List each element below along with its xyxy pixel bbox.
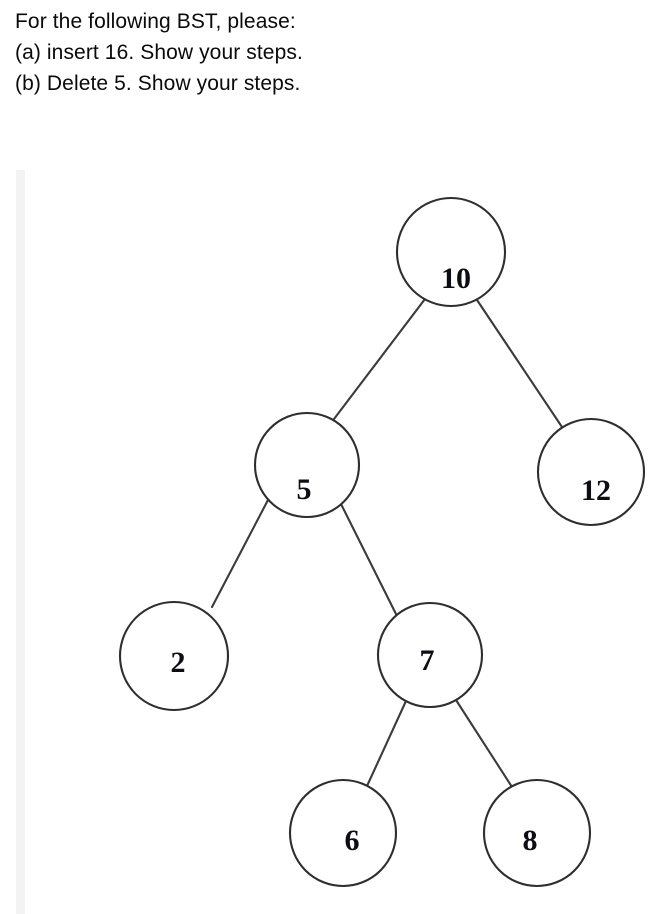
- tree-node-12: 12: [536, 417, 646, 527]
- tree-edges: [210, 297, 564, 789]
- node-circle-12: [536, 417, 646, 527]
- node-circle-7: [376, 601, 484, 709]
- node-label-6: 6: [345, 824, 360, 857]
- node-label-8: 8: [523, 824, 538, 857]
- node-circle-5: [253, 411, 361, 519]
- left-margin-bar: [16, 170, 25, 914]
- edge-5-to-2: [210, 498, 270, 609]
- tree-node-5: 5: [253, 411, 361, 519]
- tree-node-7: 7: [376, 601, 484, 709]
- edge-10-to-5: [332, 297, 427, 421]
- node-label-5: 5: [297, 473, 312, 506]
- question-part-a-line: (a) insert 16. Show your steps.: [15, 41, 303, 64]
- tree-node-10: 10: [395, 196, 507, 308]
- tree-node-6: 6: [288, 778, 398, 888]
- tree-node-2: 2: [118, 600, 230, 712]
- edge-10-to-12: [475, 298, 564, 429]
- edge-7-to-6: [365, 699, 408, 788]
- node-label-7: 7: [420, 644, 435, 677]
- node-circle-10: [395, 196, 507, 308]
- node-label-2: 2: [171, 646, 186, 679]
- edge-7-to-8: [454, 698, 514, 789]
- edge-5-to-7: [339, 502, 399, 618]
- node-label-10: 10: [441, 262, 471, 295]
- tree-node-8: 8: [482, 778, 592, 888]
- node-circle-8: [482, 778, 592, 888]
- node-circle-2: [118, 600, 230, 712]
- question-prompt-line: For the following BST, please:: [15, 10, 296, 33]
- question-text-block: For the following BST, please: (a) inser…: [15, 6, 655, 99]
- node-circle-6: [288, 778, 398, 888]
- question-part-b-line: (b) Delete 5. Show your steps.: [15, 72, 301, 95]
- node-label-12: 12: [581, 474, 611, 507]
- tree-nodes: 10 5 12 2 7 6: [118, 196, 646, 888]
